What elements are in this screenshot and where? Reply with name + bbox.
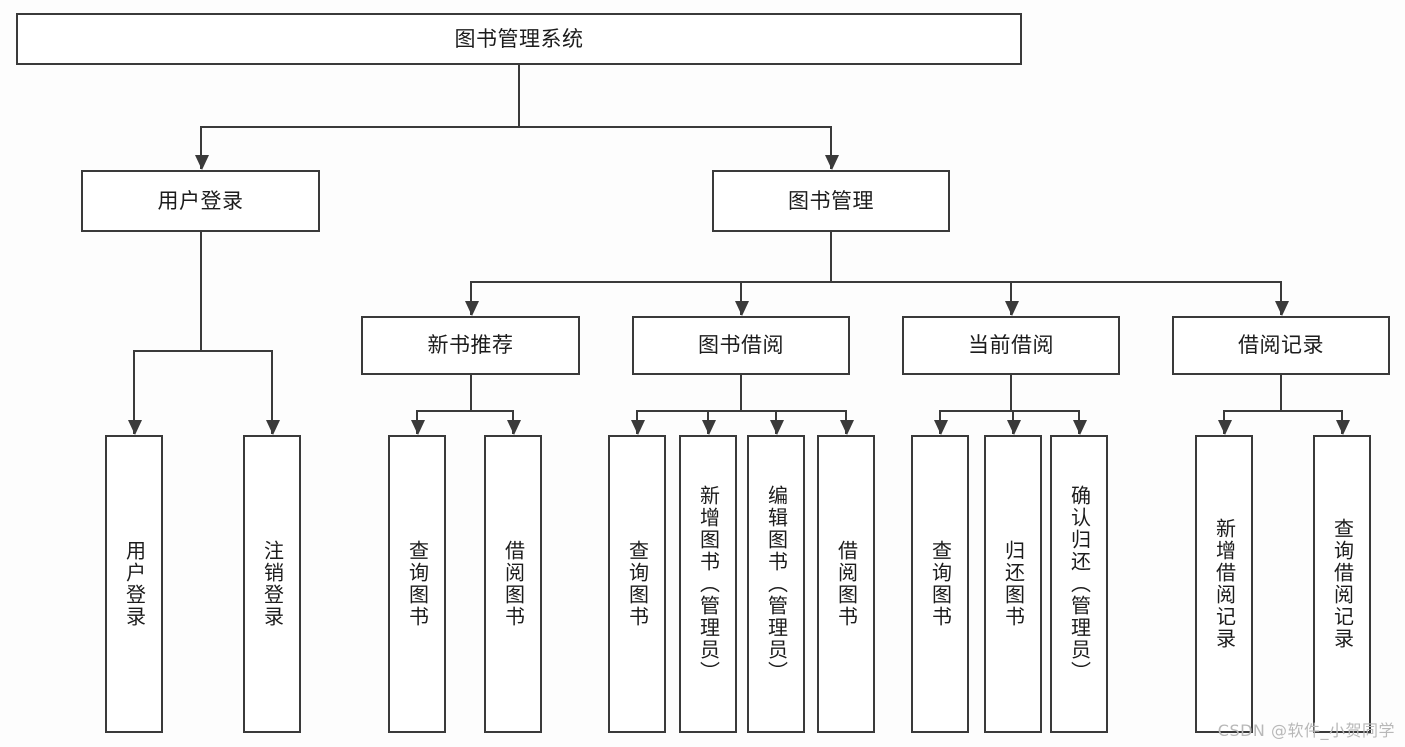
node-leaf6[interactable]: 新增图书（管理员） xyxy=(679,435,737,733)
node-leaf5[interactable]: 查询图书 xyxy=(608,435,666,733)
arrowhead-icon xyxy=(934,420,948,435)
arrowhead-icon xyxy=(1275,301,1289,316)
node-label: 借阅图书 xyxy=(834,540,859,628)
connector-bus-bookmgmt xyxy=(469,281,1282,283)
connector-stem-newbook xyxy=(469,375,472,410)
connector-drop-borrow xyxy=(740,281,742,315)
node-leaf4[interactable]: 借阅图书 xyxy=(484,435,542,733)
node-label: 归还图书 xyxy=(1001,540,1026,628)
connector-bus-records xyxy=(1223,410,1343,412)
connector-stem-bookmgmt xyxy=(830,232,832,281)
arrowhead-icon xyxy=(702,420,716,435)
arrowhead-icon xyxy=(411,420,425,435)
arrowhead-icon xyxy=(631,420,645,435)
node-label: 借阅图书 xyxy=(501,540,526,628)
node-label: 确认归还（管理员） xyxy=(1067,485,1092,683)
arrowhead-icon xyxy=(1007,420,1021,435)
node-borrow[interactable]: 图书借阅 xyxy=(632,316,850,375)
node-label: 编辑图书（管理员） xyxy=(764,485,789,683)
arrowhead-icon xyxy=(770,420,784,435)
connector-stem-borrow xyxy=(740,375,742,410)
arrowhead-icon xyxy=(1336,420,1350,435)
node-leaf3[interactable]: 查询图书 xyxy=(388,435,446,733)
node-bookmgmt[interactable]: 图书管理 xyxy=(712,170,950,232)
node-label: 新增借阅记录 xyxy=(1212,518,1237,650)
node-leaf2[interactable]: 注销登录 xyxy=(243,435,301,733)
arrowhead-icon xyxy=(507,420,521,435)
node-root[interactable]: 图书管理系统 xyxy=(16,13,1022,65)
node-leaf12[interactable]: 新增借阅记录 xyxy=(1195,435,1253,733)
connector-drop-newbook xyxy=(469,281,472,315)
node-leaf10[interactable]: 归还图书 xyxy=(984,435,1042,733)
node-leaf7[interactable]: 编辑图书（管理员） xyxy=(747,435,805,733)
arrowhead-icon xyxy=(194,155,209,170)
connector-bus-borrow xyxy=(636,410,847,412)
arrowhead-icon xyxy=(464,301,479,316)
node-label: 借阅记录 xyxy=(1238,333,1324,358)
connector-stem-login xyxy=(199,232,202,350)
connector-drop-leaf2 xyxy=(271,350,273,434)
node-leaf8[interactable]: 借阅图书 xyxy=(817,435,875,733)
arrowhead-icon xyxy=(735,301,749,316)
connector-drop-leaf1 xyxy=(133,350,135,434)
node-label: 新增图书（管理员） xyxy=(696,485,721,683)
connector-bus-current xyxy=(939,410,1080,412)
node-label: 查询借阅记录 xyxy=(1330,518,1355,650)
arrowhead-icon xyxy=(825,155,839,170)
arrowhead-icon xyxy=(1218,420,1232,435)
node-leaf11[interactable]: 确认归还（管理员） xyxy=(1050,435,1108,733)
node-label: 用户登录 xyxy=(157,188,244,213)
node-login[interactable]: 用户登录 xyxy=(81,170,320,232)
arrowhead-icon xyxy=(840,420,854,435)
node-label: 新书推荐 xyxy=(427,333,514,358)
node-records[interactable]: 借阅记录 xyxy=(1172,316,1390,375)
node-label: 当前借阅 xyxy=(968,333,1054,358)
connector-bus-root xyxy=(199,126,832,128)
node-leaf1[interactable]: 用户登录 xyxy=(105,435,163,733)
arrowhead-icon xyxy=(1073,420,1087,435)
node-label: 注销登录 xyxy=(260,540,285,628)
node-leaf13[interactable]: 查询借阅记录 xyxy=(1313,435,1371,733)
node-label: 查询图书 xyxy=(928,540,953,628)
node-newbook[interactable]: 新书推荐 xyxy=(361,316,580,375)
node-current[interactable]: 当前借阅 xyxy=(902,316,1120,375)
arrowhead-icon xyxy=(1005,301,1019,316)
connector-drop-current xyxy=(1010,281,1012,315)
connector-stem-records xyxy=(1280,375,1282,410)
node-label: 图书借阅 xyxy=(698,333,784,358)
connector-drop-bookmgmt xyxy=(830,126,832,169)
arrowhead-icon xyxy=(266,420,280,435)
arrowhead-icon xyxy=(128,420,142,435)
node-label: 查询图书 xyxy=(405,540,430,628)
node-label: 图书管理系统 xyxy=(454,26,584,51)
node-label: 用户登录 xyxy=(122,540,147,628)
connector-drop-records xyxy=(1280,281,1282,315)
node-label: 查询图书 xyxy=(625,540,650,628)
connector-bus-login xyxy=(133,350,273,352)
connector-stem-root xyxy=(518,65,520,126)
node-label: 图书管理 xyxy=(788,188,874,213)
connector-stem-current xyxy=(1010,375,1012,410)
node-leaf9[interactable]: 查询图书 xyxy=(911,435,969,733)
connector-bus-newbook xyxy=(416,410,514,412)
connector-drop-login xyxy=(199,126,202,169)
